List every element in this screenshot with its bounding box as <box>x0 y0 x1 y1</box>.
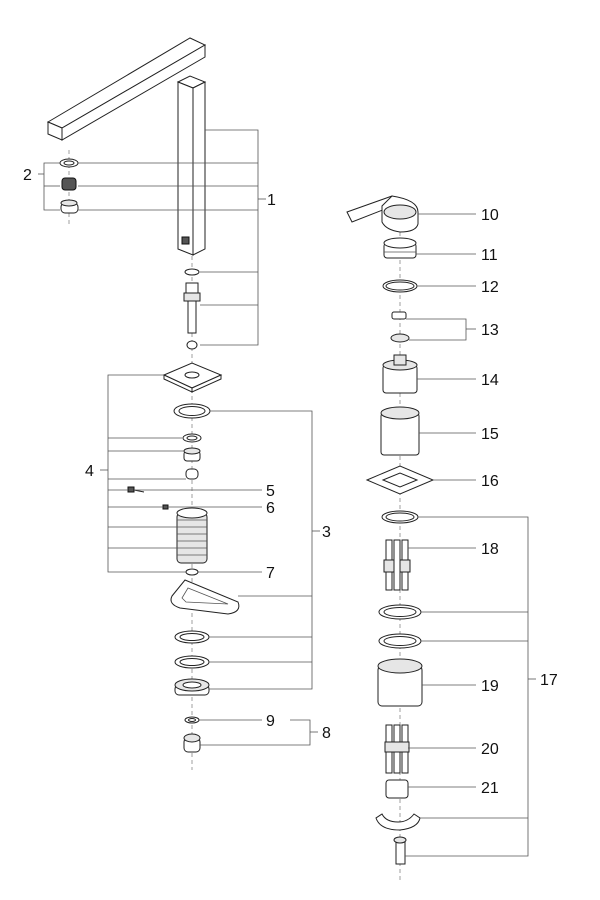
callout-14: 14 <box>481 372 499 389</box>
spout-connector-parts <box>183 268 201 350</box>
callout-labels: 1 2 3 4 5 6 7 8 9 10 11 12 13 14 15 16 1… <box>23 167 558 797</box>
callout-4: 4 <box>85 463 94 480</box>
base-set-parts <box>127 362 240 696</box>
callout-15: 15 <box>481 426 499 443</box>
callout-18: 18 <box>481 541 499 558</box>
lever-handle <box>346 195 419 233</box>
callout-21: 21 <box>481 780 499 797</box>
callout-10: 10 <box>481 207 499 224</box>
callout-19: 19 <box>481 678 499 695</box>
callout-20: 20 <box>481 741 499 758</box>
callout-8: 8 <box>322 725 331 742</box>
callout-5: 5 <box>266 483 275 500</box>
fixing-set-parts <box>183 716 201 753</box>
callout-9: 9 <box>266 713 275 730</box>
callout-11: 11 <box>481 247 498 264</box>
callout-3: 3 <box>322 524 331 541</box>
callout-13: 13 <box>481 322 499 339</box>
callout-17: 17 <box>540 672 558 689</box>
leader-lines <box>38 129 536 857</box>
callout-6: 6 <box>266 500 275 517</box>
callout-12: 12 <box>481 279 499 296</box>
callout-7: 7 <box>266 565 275 582</box>
spout-body <box>46 37 207 256</box>
callout-16: 16 <box>481 473 499 490</box>
callout-2: 2 <box>23 167 32 184</box>
aerator-parts <box>59 158 79 214</box>
callout-1: 1 <box>267 192 276 209</box>
